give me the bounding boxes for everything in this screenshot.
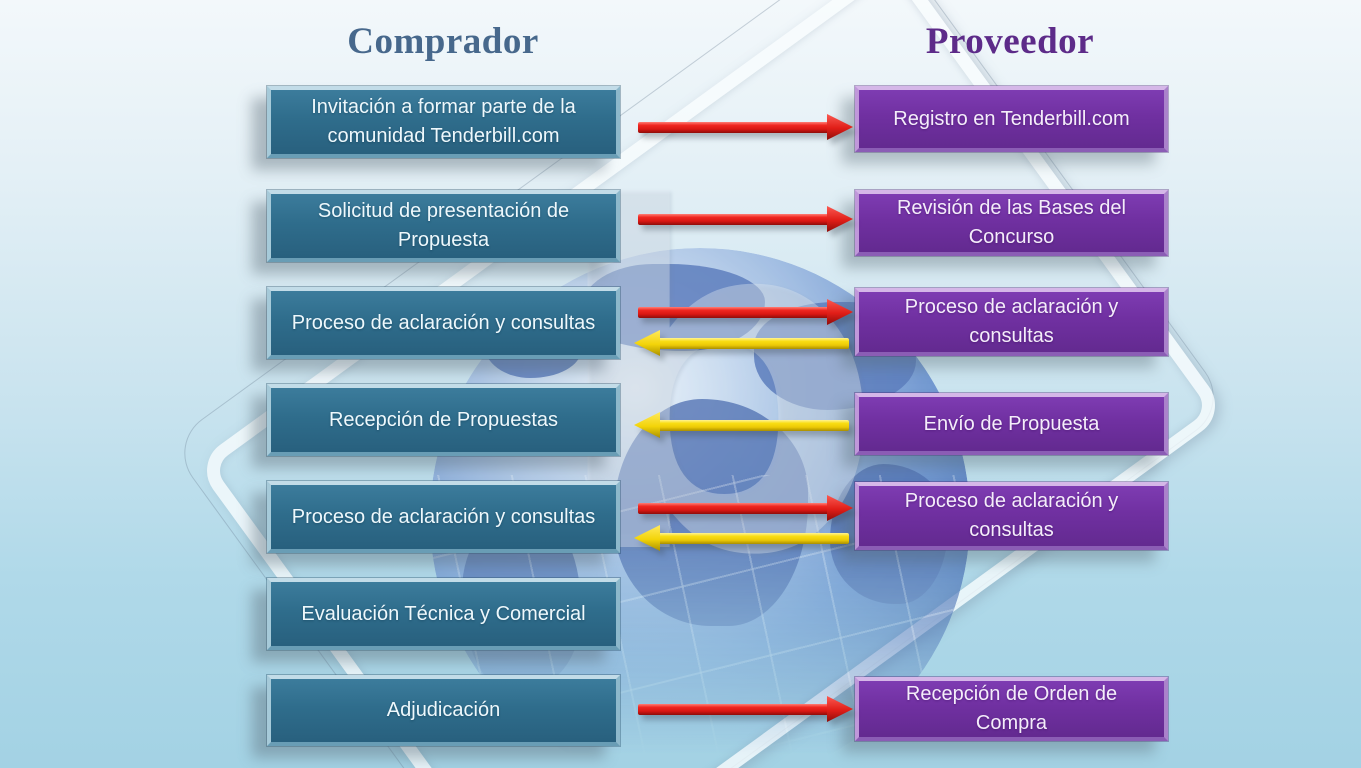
- arrow-provider-to-buyer-row4: [634, 412, 851, 438]
- buyer-step-invitacion: Invitación a formar parte de la comunida…: [267, 86, 620, 158]
- provider-step-aclaracion-2: Proceso de aclaración y consultas: [855, 482, 1168, 550]
- provider-step-orden-compra: Recepción de Orden de Compra: [855, 677, 1168, 741]
- provider-step-revision: Revisión de las Bases del Concurso: [855, 190, 1168, 256]
- column-header-comprador: Comprador: [347, 21, 539, 62]
- arrow-buyer-to-provider-row7: [636, 696, 853, 722]
- buyer-step-aclaracion-1: Proceso de aclaración y consultas: [267, 287, 620, 359]
- provider-step-envio: Envío de Propuesta: [855, 393, 1168, 455]
- buyer-step-evaluacion: Evaluación Técnica y Comercial: [267, 578, 620, 650]
- buyer-step-adjudicacion: Adjudicación: [267, 675, 620, 746]
- provider-step-registro: Registro en Tenderbill.com: [855, 86, 1168, 152]
- arrow-buyer-to-provider-row5: [636, 495, 853, 521]
- arrow-provider-to-buyer-row3: [634, 330, 851, 356]
- provider-step-aclaracion-1: Proceso de aclaración y consultas: [855, 288, 1168, 356]
- buyer-step-aclaracion-2: Proceso de aclaración y consultas: [267, 481, 620, 553]
- buyer-step-solicitud: Solicitud de presentación de Propuesta: [267, 190, 620, 262]
- arrow-provider-to-buyer-row5: [634, 525, 851, 551]
- arrow-buyer-to-provider-row2: [636, 206, 853, 232]
- arrow-buyer-to-provider-row1: [636, 114, 853, 140]
- buyer-step-recepcion: Recepción de Propuestas: [267, 384, 620, 456]
- arrow-buyer-to-provider-row3: [636, 299, 853, 325]
- column-header-proveedor: Proveedor: [925, 21, 1095, 62]
